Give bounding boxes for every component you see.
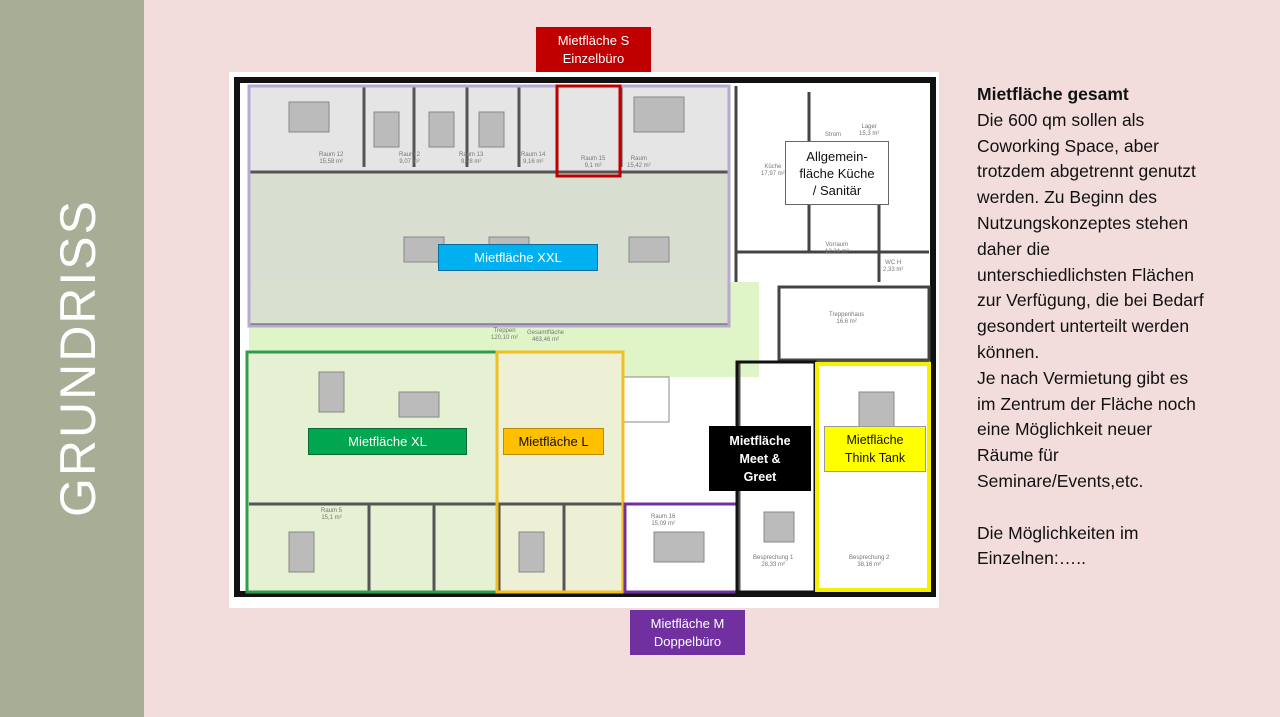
description-paragraph-1: Die 600 qm sollen als Coworking Space, a… (977, 109, 1204, 491)
room-label-besprechung2: Besprechung 2 38,16 m² (849, 555, 890, 568)
room-label-raum15: Raum 15 9,1 m² (581, 156, 606, 169)
zone-fill-l (497, 352, 623, 592)
floor-plan: Raum 12 15,58 m² Raum 2 9,07 m² Raum 13 … (229, 72, 939, 608)
room-label-raum5: Raum 5 15,1 m² (321, 508, 343, 521)
label-mietflaeche-xl: Mietfläche XL (308, 428, 467, 455)
room-label-wc: WC H 2,33 m² (883, 260, 904, 273)
outline-s (555, 84, 622, 178)
label-mietflaeche-l: Mietfläche L (503, 428, 604, 455)
sidebar-title: GRUNDRISS (50, 198, 106, 518)
outline-l (495, 350, 625, 594)
description-heading: Mietfläche gesamt (977, 84, 1129, 104)
room-label-gesamtflaeche: Gesamtfläche 463,46 m² (527, 330, 565, 343)
room-label-raum14: Raum 14 9,16 m² (521, 152, 546, 165)
room-label-lager: Lager 15,3 m² (859, 124, 880, 137)
description-panel: Mietfläche gesamt Die 600 qm sollen als … (977, 82, 1257, 572)
room-label-raum16: Raum 16 15,09 m² (651, 514, 676, 527)
zone-fill-xl (247, 352, 497, 592)
label-mietflaeche-think: Mietfläche Think Tank (824, 426, 926, 472)
outline-think (815, 362, 931, 592)
label-mietflaeche-meet: Mietfläche Meet & Greet (709, 426, 811, 491)
paragraph-spacer (977, 495, 1257, 521)
outer-wall (234, 77, 936, 597)
label-mietflaeche-s: Mietfläche S Einzelbüro (536, 27, 651, 72)
sidebar: GRUNDRISS (0, 0, 144, 717)
label-mietflaeche-m: Mietfläche M Doppelbüro (630, 610, 745, 655)
outline-xxl (247, 84, 731, 328)
room-label-raum-a: Raum 15,42 m² (627, 156, 651, 169)
room-label-treppen: Treppen 120,10 m² (491, 328, 519, 341)
room-label-raum2: Raum 2 9,07 m² (399, 152, 421, 165)
room-label-strom: Strom (825, 132, 842, 138)
room-label-besprechung1: Besprechung 1 28,33 m² (753, 555, 794, 568)
floor-plan-drawing (234, 77, 936, 597)
room-label-treppenhaus: Treppenhaus 16,6 m² (829, 312, 865, 325)
room-label-raum12: Raum 12 15,58 m² (319, 152, 344, 165)
label-mietflaeche-xxl: Mietfläche XXL (438, 244, 598, 271)
label-allgemeinflaeche: Allgemein- fläche Küche / Sanitär (785, 141, 889, 205)
room-label-kueche: Küche 17,97 m² (761, 164, 785, 177)
room-label-vorraum: Vorraum 12,24 m² (825, 242, 849, 255)
description-paragraph-2: Die Möglichkeiten im Einzelnen:….. (977, 522, 1139, 569)
room-label-raum13: Raum 13 9,28 m² (459, 152, 484, 165)
